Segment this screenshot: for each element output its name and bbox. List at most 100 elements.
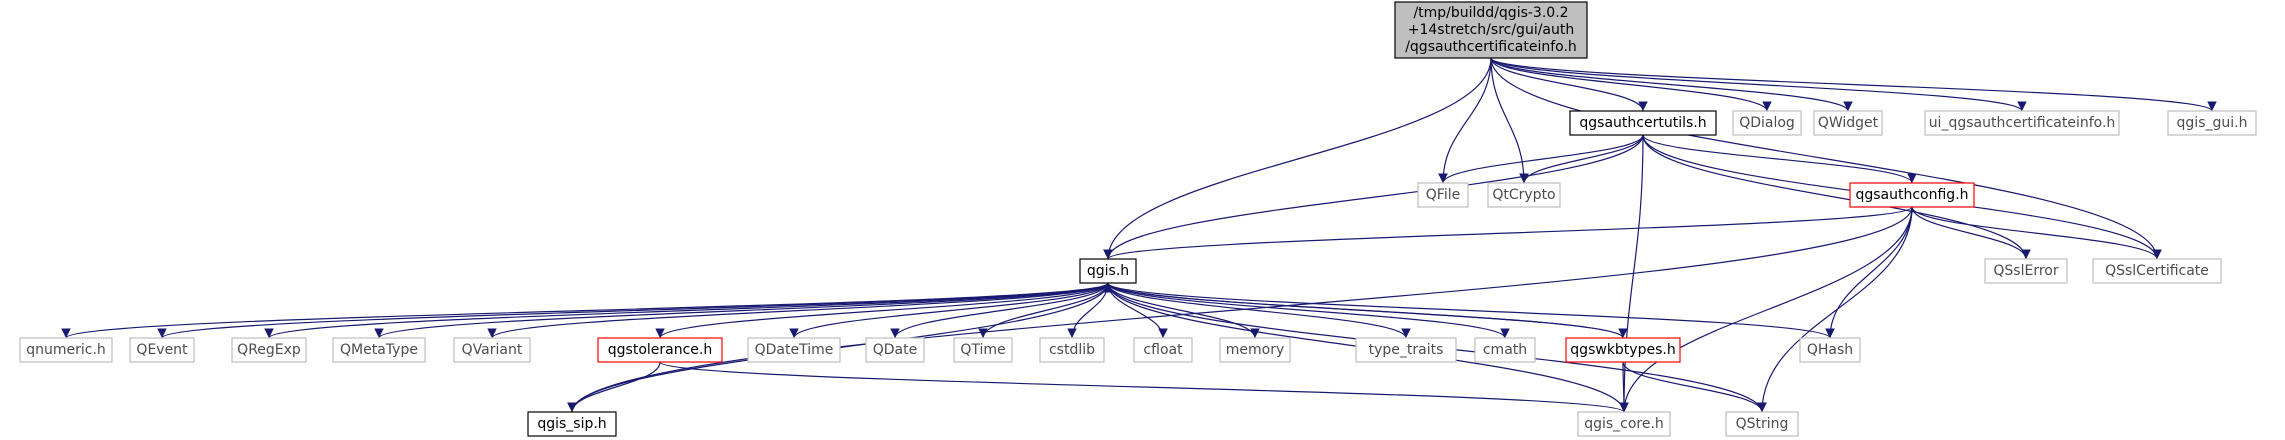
node-box-qdialog — [1732, 110, 1802, 136]
node-qstring: QString — [1725, 411, 1799, 437]
node-box-cfloat — [1133, 337, 1193, 363]
node-box-memory — [1219, 337, 1291, 363]
node-label-qdatetime-0: QDateTime — [755, 342, 834, 358]
edge-qgis-to-qhash — [1107, 282, 1835, 339]
node-cstdlib: cstdlib — [1039, 337, 1105, 363]
node-box-qnumeric — [19, 337, 113, 363]
node-label-qgstolerance-0: qgstolerance.h — [608, 342, 712, 358]
node-qgis_gui: qgis_gui.h — [2167, 110, 2257, 136]
edge-qgsauthconfig-to-qgis — [1103, 206, 1913, 260]
edge-qgstolerance-to-qgis_sip — [567, 361, 661, 413]
node-box-type_traits — [1355, 337, 1457, 363]
edge-root-to-qwidget — [1490, 57, 1853, 112]
edge-qgsauthcertutils-to-qgis — [1103, 134, 1644, 260]
node-qsslcert: QSslCertificate — [2092, 258, 2222, 284]
edge-root-to-qtcrypto — [1490, 57, 1529, 184]
node-label-qdialog-0: QDialog — [1739, 115, 1795, 131]
edge-root-to-qgis_gui — [1490, 57, 2217, 112]
node-qgswkbtypes[interactable]: qgswkbtypes.h — [1565, 337, 1681, 363]
node-label-qgis_gui-0: qgis_gui.h — [2177, 115, 2248, 131]
node-box-qgstolerance — [597, 337, 723, 363]
node-root[interactable]: /tmp/buildd/qgis-3.0.2+14stretch/src/gui… — [1394, 1, 1588, 59]
node-qgsauthconfig[interactable]: qgsauthconfig.h — [1849, 182, 1975, 208]
node-box-qsslerror — [1984, 258, 2068, 284]
edge-qgis-to-type_traits — [1107, 282, 1411, 339]
edges-layer — [61, 57, 2217, 413]
node-box-qdatetime — [747, 337, 841, 363]
node-qfile: QFile — [1417, 182, 1469, 208]
node-box-qdate — [865, 337, 925, 363]
node-label-qnumeric-0: qnumeric.h — [26, 342, 106, 358]
node-label-qregexp-0: QRegExp — [237, 342, 301, 358]
edge-qgsauthconfig-to-qsslcert — [1911, 206, 2162, 260]
node-label-qsslcert-0: QSslCertificate — [2105, 263, 2209, 279]
node-box-qhash — [1799, 337, 1861, 363]
node-qgsauthcertutils[interactable]: qgsauthcertutils.h — [1569, 110, 1717, 136]
edge-root-to-qgis — [1103, 57, 1492, 260]
node-box-qstring — [1725, 411, 1799, 437]
node-memory: memory — [1219, 337, 1291, 363]
node-qvariant: QVariant — [453, 337, 531, 363]
edge-qgsauthconfig-to-qsslerror — [1911, 206, 2031, 260]
node-label-type_traits-0: type_traits — [1369, 342, 1444, 358]
node-label-qgswkbtypes-0: qgswkbtypes.h — [1570, 342, 1675, 358]
node-label-root-1: +14stretch/src/gui/auth — [1408, 22, 1575, 38]
edge-qgswkbtypes-to-qgis — [1103, 282, 1624, 339]
node-qgstolerance[interactable]: qgstolerance.h — [597, 337, 723, 363]
node-label-root-2: /qgsauthcertificateinfo.h — [1405, 39, 1577, 55]
node-qgis_sip[interactable]: qgis_sip.h — [527, 411, 617, 437]
node-qtcrypto: QtCrypto — [1487, 182, 1561, 208]
node-box-qgis_sip — [527, 411, 617, 437]
node-label-qgsauthcertutils-0: qgsauthcertutils.h — [1579, 115, 1706, 131]
edge-qgsauthconfig-to-qgis_core — [1619, 206, 1913, 413]
node-qdatetime: QDateTime — [747, 337, 841, 363]
node-box-qgis_gui — [2167, 110, 2257, 136]
node-qwidget: QWidget — [1813, 110, 1883, 136]
node-box-qgsauthconfig — [1849, 182, 1975, 208]
node-label-root-0: /tmp/buildd/qgis-3.0.2 — [1413, 5, 1568, 21]
edge-qgis-to-qtime — [978, 282, 1109, 339]
edge-qgis-to-qevent — [157, 282, 1109, 339]
node-label-qsslerror-0: QSslError — [1993, 263, 2058, 279]
edge-qgsauthcertutils-to-qsslerror — [1642, 134, 2031, 260]
node-label-cmath-0: cmath — [1483, 342, 1527, 358]
node-cmath: cmath — [1474, 337, 1536, 363]
edge-qgis-to-qmetatype — [374, 282, 1109, 339]
node-box-qsslcert — [2092, 258, 2222, 284]
edge-qgsauthconfig-to-qstring — [1757, 206, 1913, 413]
edge-qgswkbtypes-to-qstring — [1622, 361, 1767, 413]
node-label-qstring-0: QString — [1736, 416, 1789, 432]
node-label-qfile-0: QFile — [1426, 187, 1460, 203]
node-qhash: QHash — [1799, 337, 1861, 363]
edge-qgis-to-qdate — [890, 282, 1109, 339]
edge-qgis-to-qdatetime — [789, 282, 1109, 339]
node-qgis[interactable]: qgis.h — [1079, 258, 1137, 284]
node-label-qgis_core-0: qgis_core.h — [1584, 416, 1664, 432]
node-label-qgis_sip-0: qgis_sip.h — [537, 416, 606, 432]
edge-qgis-to-cmath — [1107, 282, 1510, 339]
node-box-qregexp — [231, 337, 307, 363]
node-qnumeric: qnumeric.h — [19, 337, 113, 363]
node-label-qtcrypto-0: QtCrypto — [1492, 187, 1555, 203]
edge-qgswkbtypes-to-qgis_core — [1619, 361, 1629, 413]
node-label-qhash-0: QHash — [1807, 342, 1853, 358]
node-box-qtcrypto — [1487, 182, 1561, 208]
edge-qgis-to-qgstolerance — [655, 282, 1109, 339]
node-box-qgis — [1079, 258, 1137, 284]
node-qregexp: QRegExp — [231, 337, 307, 363]
node-qdialog: QDialog — [1732, 110, 1802, 136]
node-label-qevent-0: QEvent — [136, 342, 188, 358]
node-qevent: QEvent — [129, 337, 195, 363]
node-type_traits: type_traits — [1355, 337, 1457, 363]
node-box-qgswkbtypes — [1565, 337, 1681, 363]
node-label-cfloat-0: cfloat — [1143, 342, 1183, 358]
edge-qgsauthconfig-to-qhash — [1825, 206, 1913, 339]
edge-qgis-to-qvariant — [487, 282, 1109, 339]
edge-qgis-to-qregexp — [264, 282, 1109, 339]
node-ui_info: ui_qgsauthcertificateinfo.h — [1924, 110, 2120, 136]
edge-root-to-qsslcert — [1490, 57, 2162, 260]
node-box-qgsauthcertutils — [1569, 110, 1717, 136]
node-box-root — [1394, 1, 1588, 59]
edge-root-to-qgsauthcertutils — [1490, 57, 1648, 112]
